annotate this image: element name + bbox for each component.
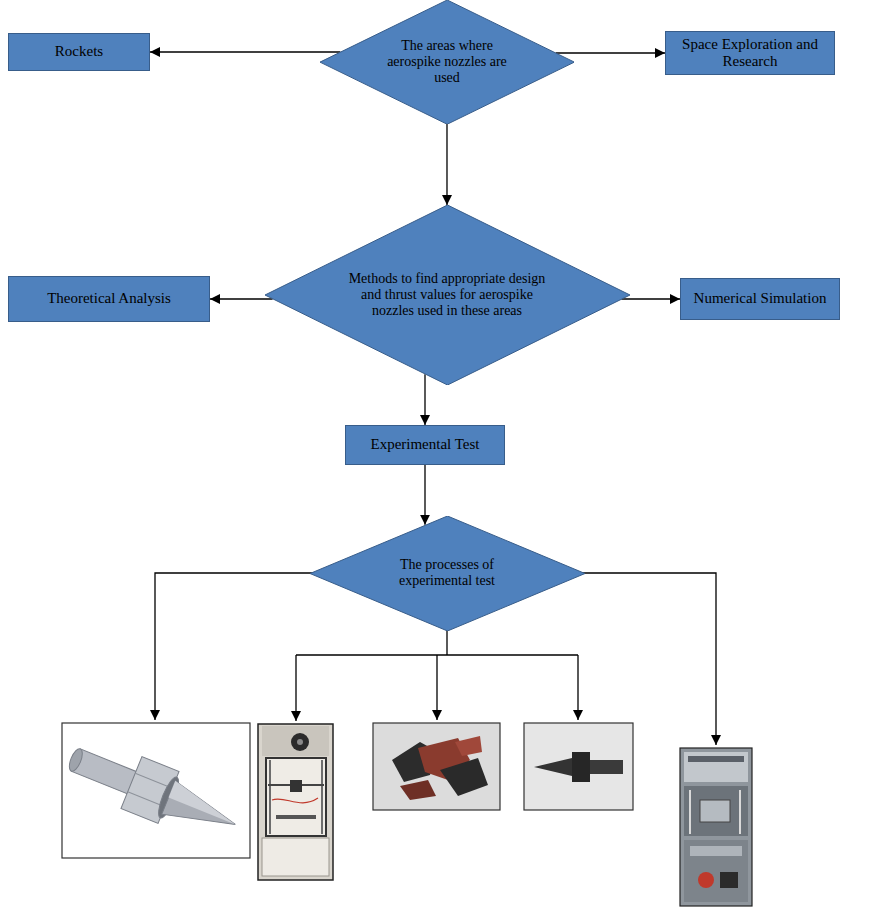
diamond-outline [310, 516, 585, 631]
box-label: Space Exploration and Research [673, 36, 827, 71]
rig-panel [684, 840, 748, 902]
box-label: Rockets [55, 43, 103, 60]
hex-edge [128, 792, 165, 807]
rig-panel [684, 786, 748, 836]
flow-arrow [424, 374, 425, 425]
nozzle-model [61, 732, 246, 850]
picture-frame [62, 723, 250, 858]
printer-frame [266, 758, 326, 836]
decision-diamond: The areas where aerospike nozzles are us… [320, 0, 574, 124]
picture-frame [524, 723, 633, 810]
spike-cone [162, 781, 242, 841]
decision-diamond: The processes of experimental test [310, 516, 585, 631]
material-piece [400, 780, 436, 800]
rig-pipe [689, 790, 691, 834]
flow-arrow [424, 465, 425, 525]
flow-arrow [210, 298, 273, 299]
rig-label-strip [688, 756, 744, 762]
flow-arrow [556, 52, 665, 53]
printer-photo [258, 724, 333, 880]
branch-line [295, 655, 296, 721]
decision-diamond: Methods to find appropriate design and t… [265, 205, 630, 385]
nozzle-tube [590, 760, 623, 774]
decision-text: Methods to find appropriate design and t… [347, 271, 547, 319]
hex-body [572, 752, 590, 782]
branch-line [535, 573, 716, 745]
printer-wire [272, 798, 318, 803]
process-box: Numerical Simulation [680, 278, 840, 320]
picture-frame [680, 748, 752, 906]
rig-valve [698, 872, 714, 888]
spike-cone [534, 758, 572, 776]
material-piece [455, 736, 482, 756]
print-bed [276, 815, 316, 819]
picture-frame [373, 723, 500, 810]
test-rig-photo [680, 748, 752, 906]
decision-text: The areas where aerospike nozzles are us… [384, 38, 509, 86]
printer-rod [269, 760, 271, 834]
branch-line [155, 573, 360, 720]
process-box: Experimental Test [345, 425, 505, 465]
spike-highlight [169, 781, 243, 825]
printer-rod [321, 760, 323, 834]
diamond-outline [320, 0, 574, 124]
rig-module [700, 800, 730, 822]
printed-nozzle-photo [524, 723, 633, 810]
rig-sensor [720, 872, 738, 888]
filament-spool [291, 733, 309, 751]
spool-hub [297, 739, 303, 745]
hex-edge [135, 773, 172, 788]
picture-frame [258, 724, 333, 880]
flow-arrow [150, 51, 340, 52]
flow-arrow [446, 124, 447, 205]
material-piece [440, 758, 488, 796]
rig-rail [690, 846, 742, 856]
material-pieces-photo [373, 723, 500, 810]
rig-pipe [739, 790, 741, 834]
photo-background [262, 726, 329, 756]
printer-stand [262, 838, 329, 876]
process-box: Space Exploration and Research [665, 31, 835, 76]
rig-panel [684, 752, 748, 782]
box-label: Experimental Test [370, 436, 479, 453]
print-head [290, 780, 302, 792]
flow-arrow [621, 298, 680, 299]
cad-nozzle-picture [61, 723, 250, 858]
branch-line [436, 655, 437, 720]
box-label: Theoretical Analysis [47, 290, 171, 307]
decision-text: The processes of experimental test [372, 557, 522, 589]
diamond-outline [265, 205, 630, 385]
box-label: Numerical Simulation [694, 290, 827, 307]
branch-line [577, 655, 578, 720]
tube-end [67, 747, 85, 773]
process-box: Rockets [8, 33, 150, 71]
process-box: Theoretical Analysis [8, 276, 210, 322]
